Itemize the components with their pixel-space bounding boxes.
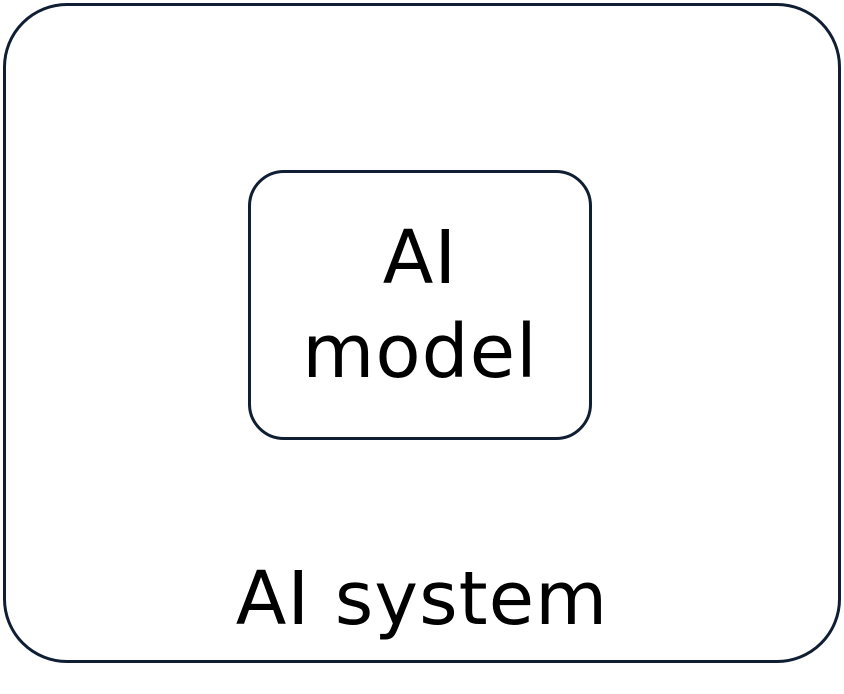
ai-model-box: AI model	[248, 170, 592, 440]
ai-system-label: AI system	[235, 556, 609, 642]
ai-model-label-line-1: AI	[382, 215, 458, 301]
ai-model-label-line-2: model	[302, 309, 538, 395]
